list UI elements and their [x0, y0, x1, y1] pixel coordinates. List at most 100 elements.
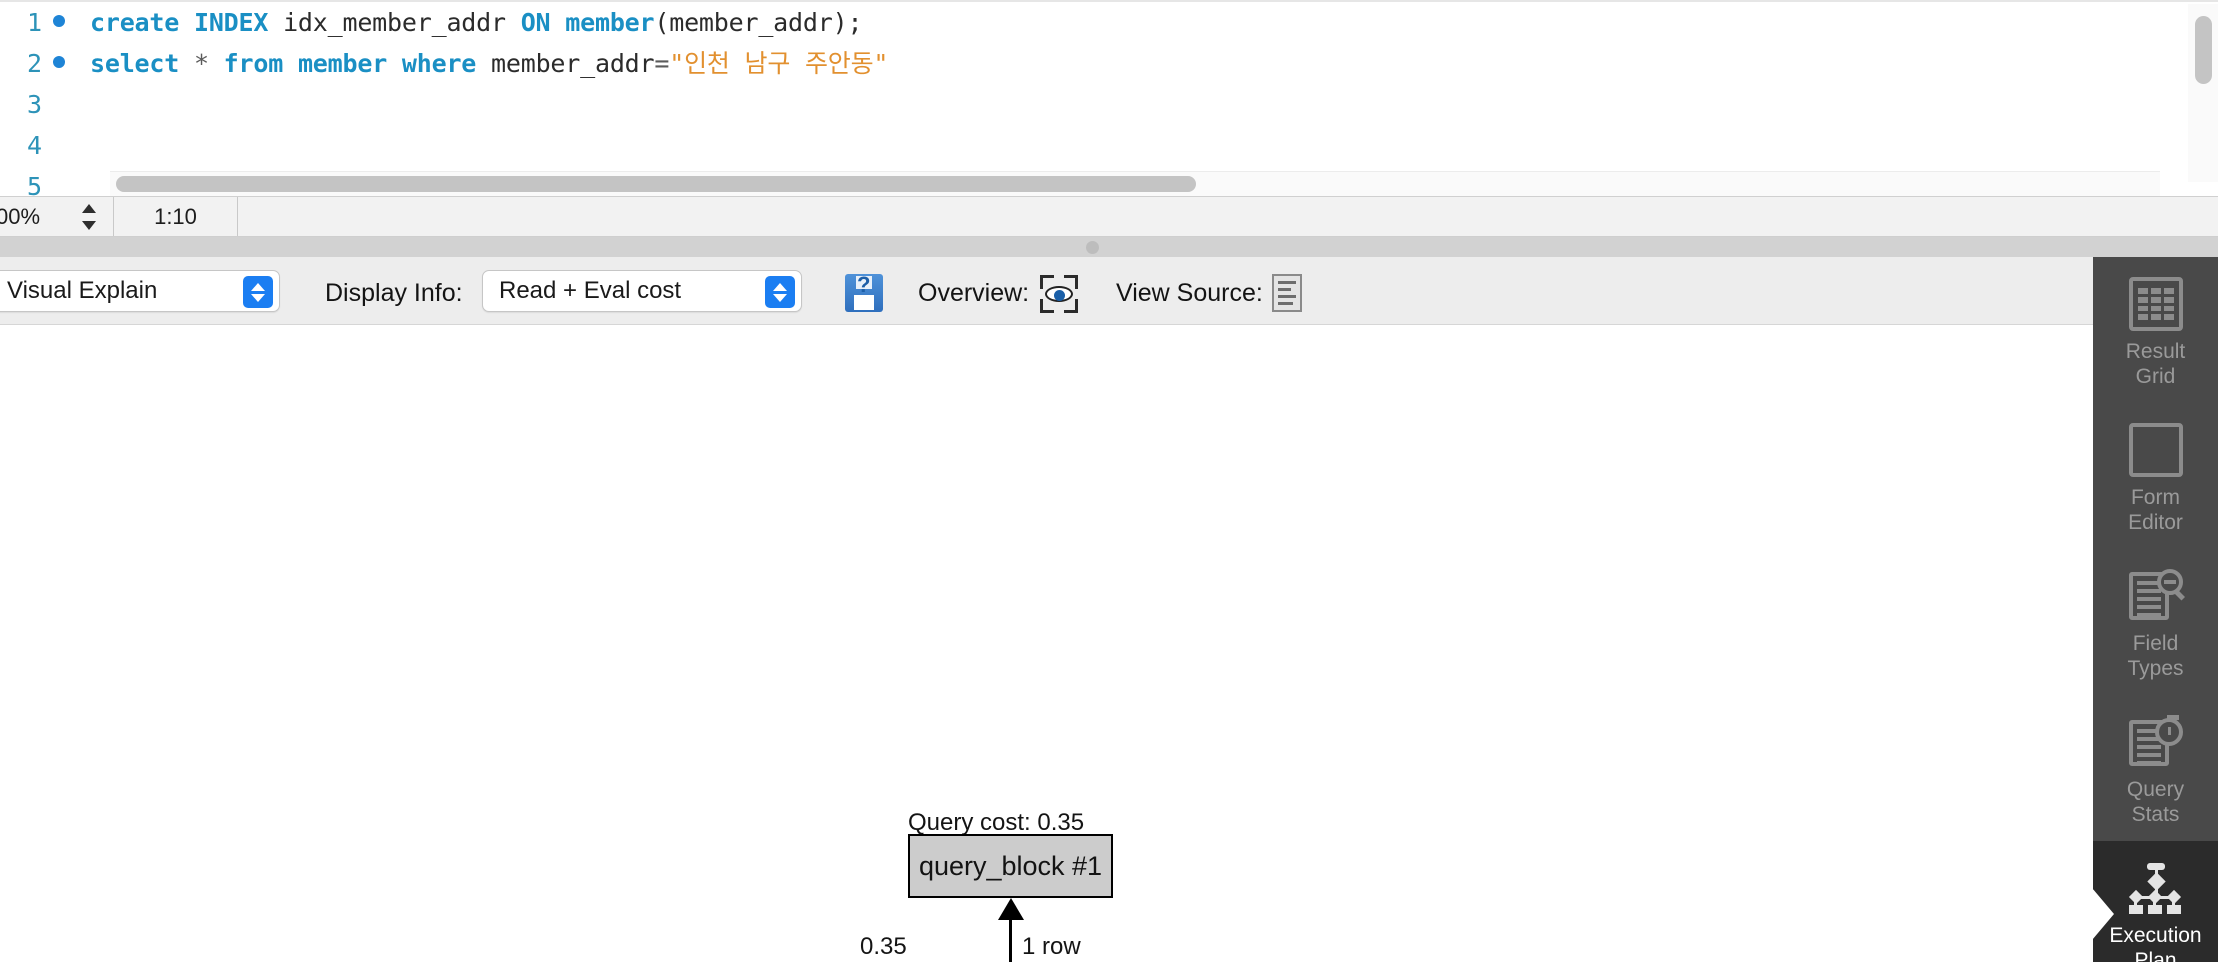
eye-bracket-bottom-right: [1064, 299, 1078, 313]
form-editor-icon: [2128, 423, 2183, 477]
active-pointer-icon: [2093, 888, 2114, 940]
code-line-text: create INDEX idx_member_addr ON member(m…: [76, 2, 862, 43]
help-disk-slot: [854, 295, 874, 310]
code-token-plain: member_addr: [491, 49, 655, 79]
code-token-kw: from: [223, 49, 298, 79]
eye-bracket-top-right: [1064, 275, 1078, 289]
editor-vertical-scrollbar[interactable]: [2188, 4, 2218, 182]
help-disk-shutter: [856, 276, 872, 289]
execution-plan-canvas[interactable]: Query cost: 0.35 query_block #1 0.35 1 r…: [0, 325, 2093, 962]
overview-label: Overview:: [918, 279, 1030, 307]
line-number: 5: [26, 172, 42, 198]
chevron-up-icon: [773, 282, 787, 291]
code-token-kw: select: [90, 49, 194, 79]
plan-leaf: [2147, 905, 2162, 914]
plan-link: [2135, 896, 2176, 899]
editor-horizontal-scrollbar-thumb[interactable]: [116, 176, 1196, 192]
panel-splitter[interactable]: [0, 237, 2218, 257]
sidebar-item-label: Field Types: [2127, 632, 2184, 680]
chevron-up-icon: [251, 282, 265, 291]
display-info-dropdown[interactable]: Read + Eval cost: [482, 270, 802, 312]
doc-line: [1278, 288, 1291, 291]
eye-icon[interactable]: [1040, 275, 1078, 313]
display-info-value: Read + Eval cost: [499, 277, 682, 304]
clock-icon: [2154, 715, 2183, 746]
grid-cell: [2163, 314, 2174, 320]
grid-cell: [2137, 296, 2148, 303]
grid-cell: [2163, 288, 2174, 294]
code-line[interactable]: 3: [0, 84, 2160, 125]
code-line[interactable]: 4: [0, 125, 2160, 166]
code-token-plain: (member_addr);: [654, 8, 863, 38]
grid-cell: [2137, 288, 2148, 294]
chevron-down-icon: [773, 293, 787, 302]
doc-line: [1278, 281, 1296, 284]
code-token-kw: member: [565, 8, 655, 38]
code-token-kw: INDEX: [193, 8, 284, 38]
cursor-position-cell: 1:10: [114, 197, 238, 236]
sidebar-item-form-editor[interactable]: Form Editor: [2093, 403, 2218, 549]
code-token-kw: member: [297, 49, 402, 79]
query-cost-label: Query cost: 0.35: [908, 809, 1085, 836]
plan-link: [2171, 902, 2175, 907]
sidebar-item-label: Result Grid: [2125, 340, 2186, 388]
sidebar-item-field-types[interactable]: Field Types: [2093, 549, 2218, 695]
magnifier-icon: [2156, 569, 2183, 595]
zoom-value: 00%: [0, 203, 41, 229]
sidebar-item-execution-plan[interactable]: Execution Plan: [2093, 841, 2218, 962]
flow-arrow-head-icon: [998, 898, 1024, 920]
chevron-down-icon: [251, 293, 265, 302]
field-grid: [2128, 572, 2169, 620]
sidebar-item-label: Execution Plan: [2109, 924, 2202, 962]
marker-dot: [53, 15, 65, 28]
explain-mode-value: Visual Explain: [7, 277, 158, 304]
eye-bracket-top-left: [1040, 275, 1054, 289]
help-question-mark: ?: [857, 272, 871, 297]
code-token-kw: where: [401, 49, 492, 79]
help-disk-icon[interactable]: ?: [845, 272, 883, 314]
edge-rows-label: 1 row: [1022, 933, 1081, 960]
grid-cell: [2150, 296, 2161, 303]
field-types-icon: [2128, 569, 2183, 623]
grid-cell: [2150, 305, 2161, 312]
plan-link: [2152, 902, 2156, 907]
code-token-kw: create: [90, 8, 194, 38]
editor-bottom-divider: [0, 196, 2218, 197]
splitter-grip-icon[interactable]: [1086, 241, 1099, 254]
document-icon[interactable]: [1272, 274, 1302, 312]
code-token-op: *: [193, 49, 224, 79]
editor-horizontal-scrollbar[interactable]: [110, 171, 2160, 196]
statement-marker-dot-icon[interactable]: [42, 2, 76, 43]
editor-vertical-scrollbar-thumb[interactable]: [2195, 16, 2212, 84]
explain-mode-dropdown[interactable]: Visual Explain: [0, 270, 280, 312]
query-stats-icon: [2128, 715, 2183, 769]
line-number: 4: [26, 131, 42, 161]
statement-marker-dot-icon[interactable]: [42, 43, 76, 84]
chevron-updown-icon[interactable]: [243, 276, 273, 308]
display-info-label: Display Info:: [325, 279, 463, 307]
code-line[interactable]: 2 select * from member where member_addr=…: [0, 43, 2160, 84]
chevron-updown-icon[interactable]: [765, 276, 795, 308]
code-line[interactable]: 5: [0, 166, 2160, 198]
sidebar-item-result-grid[interactable]: Result Grid: [2093, 257, 2218, 403]
line-number: 2: [26, 49, 42, 79]
grid-cell: [2163, 305, 2174, 312]
eye-bracket-bottom-left: [1040, 299, 1054, 313]
zoom-stepper[interactable]: 00%: [0, 197, 114, 236]
zoom-decrease-icon[interactable]: [82, 221, 96, 230]
execution-plan-icon: [2128, 861, 2183, 915]
zoom-increase-icon[interactable]: [82, 204, 96, 213]
query-block-node[interactable]: query_block #1: [908, 834, 1113, 898]
code-token-str: "인천 남구 주안동": [669, 49, 889, 79]
code-line-text: select * from member where member_addr="…: [76, 43, 888, 84]
zoom-stepper-arrows[interactable]: [81, 204, 97, 230]
grid-cell: [2150, 314, 2161, 320]
plan-link: [2133, 902, 2137, 907]
doc-line: [1278, 295, 1296, 298]
sidebar-item-query-stats[interactable]: Query Stats: [2093, 695, 2218, 841]
